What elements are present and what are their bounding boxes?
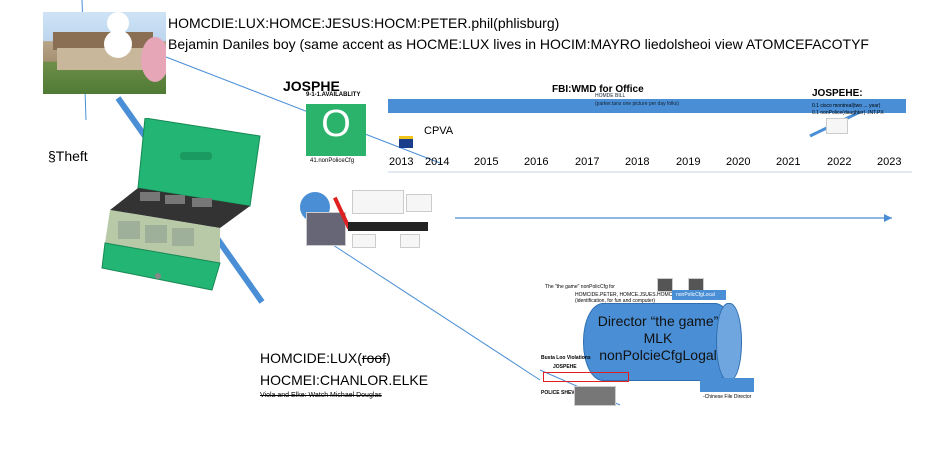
busta-note: Busta Loo Violations: [541, 355, 591, 361]
game-id-line-2: (identification, for fun and computer): [575, 298, 656, 304]
year-label: 2014: [425, 156, 450, 168]
right-note-1: 0.1 cisco montreal(two ... year): [812, 103, 881, 109]
timeline-bar: [388, 99, 906, 113]
right-thumbnail: [826, 118, 848, 134]
right-note-2: 0.1 nonPolice(daughter) .INT.PX: [812, 110, 884, 116]
green-tile-letter: O: [321, 103, 351, 145]
director-box: [700, 378, 754, 392]
police-shevs-note: POLICE SHEVS: [541, 390, 578, 396]
header-line-1: HOMCDIE:LUX:HOMCE:JESUS:HOCM:PETER.phil(…: [168, 15, 560, 31]
dark-strip: [348, 222, 428, 231]
theft-label: §Theft: [48, 148, 88, 164]
homicide-line: HOMCIDE:LUX(roof): [260, 350, 391, 366]
year-label: 2023: [877, 156, 902, 168]
timeline-title-left: JOSPHE: [283, 78, 340, 94]
header-line-2: Bejamin Daniles boy (same accent as HOCM…: [168, 36, 869, 52]
cpva-icon: [399, 136, 413, 148]
screen-thumbnail-2: [406, 194, 432, 212]
cpva-label: CPVA: [424, 125, 454, 137]
bar-subtitle-2: (parker.tans one picture per day folks): [595, 101, 679, 107]
homicide-close: ): [386, 350, 391, 366]
police-thumbnail: [574, 386, 616, 406]
director-cylinder: [583, 303, 735, 381]
year-label: 2016: [524, 156, 549, 168]
screen-thumbnail-4: [400, 234, 420, 248]
cylinder-line-2: MLK: [643, 330, 673, 346]
homicide-text: HOMCIDE:LUX(: [260, 350, 362, 366]
viola-note: Viola and Elke: Watch Michael Douglas: [260, 392, 382, 399]
portrait-thumbnail: [306, 212, 346, 246]
year-label: 2021: [776, 156, 801, 168]
cylinder-text: Director “the game” MLK nonPolcieCfgLoga…: [583, 313, 733, 364]
year-label: 2019: [676, 156, 701, 168]
game-id-line: HOMCIDE.PETER, HOMCE.JSUES.HOMCE.PETER: [575, 292, 694, 298]
tile-caption: 41.nonPoliceCfg: [310, 158, 355, 164]
timeline-title-right: JOSPEHE:: [812, 88, 863, 99]
green-tile: [306, 104, 366, 156]
cash-box-image: [101, 118, 261, 291]
collage-panel: [300, 186, 432, 248]
house-photo: [43, 12, 166, 94]
screen-thumbnail-1: [352, 190, 404, 214]
local-badge: [672, 290, 726, 300]
year-label: 2022: [827, 156, 852, 168]
chanlor-line: HOCMEI:CHANLOR.ELKE: [260, 372, 429, 388]
year-label: 2013: [389, 156, 414, 168]
chinese-file-label: -Chinese File Director: [703, 394, 752, 400]
local-badge-label: nonPolicCfgLocal: [676, 292, 715, 298]
cylinder-line-1: Director “the game”: [597, 313, 719, 329]
year-label: 2015: [474, 156, 499, 168]
cylinder-line-3: nonPolcieCfgLogal: [599, 347, 717, 363]
screen-thumbnail-3: [352, 234, 376, 248]
year-label: 2020: [726, 156, 751, 168]
bar-title: FBI:WMD for Office: [552, 84, 644, 95]
cyl-thumb-1: [657, 278, 673, 292]
bar-subtitle-1: HOMDE BILL: [595, 93, 626, 99]
game-top-note: The "the game" nonPolicCfg for: [545, 284, 615, 290]
year-label: 2017: [575, 156, 600, 168]
availability-label: 9-1-1.AVAILABLITY: [306, 92, 361, 98]
year-label: 2018: [625, 156, 650, 168]
red-outline-box: [543, 372, 629, 382]
cylinder-end: [716, 303, 742, 381]
roof-strike: roof: [361, 350, 387, 366]
jospehe-note: JOSPEHE: [553, 364, 577, 370]
